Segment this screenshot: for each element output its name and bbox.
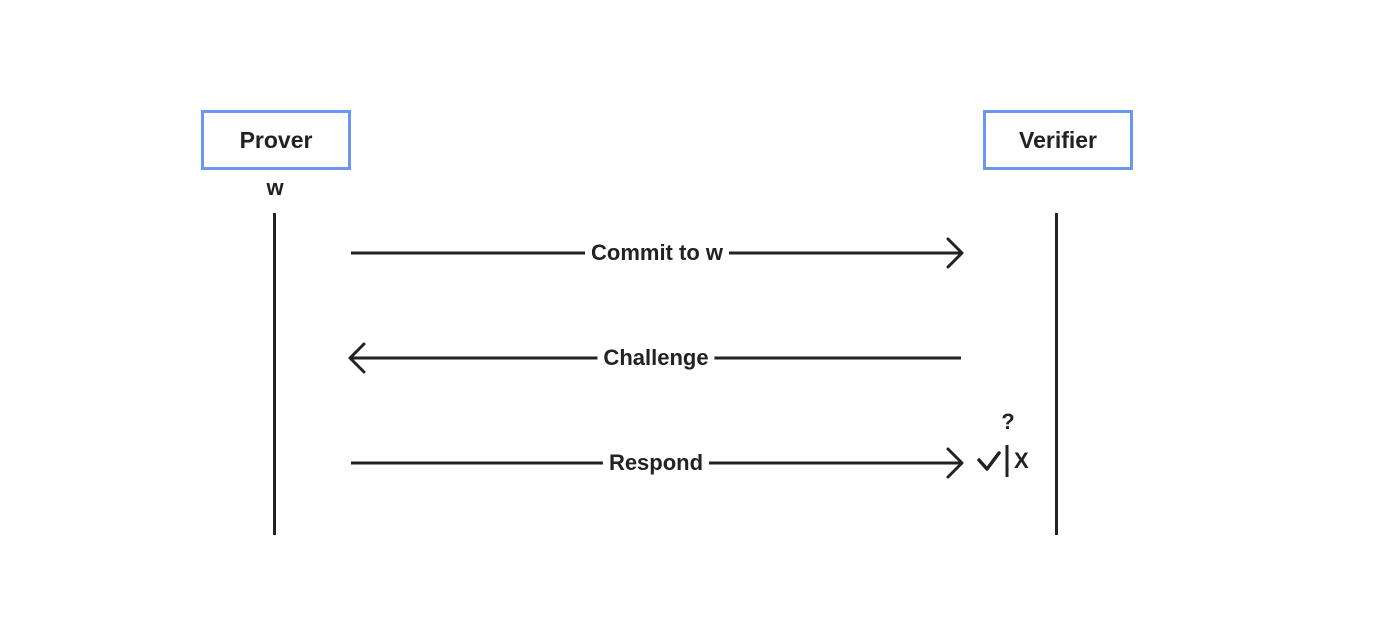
prover-label: Prover <box>239 126 313 153</box>
challenge-label: Challenge <box>597 344 715 372</box>
prover-lifeline <box>273 213 276 535</box>
respond-label: Respond <box>602 449 710 477</box>
commit-label: Commit to w <box>585 239 729 267</box>
prover-box: Prover <box>201 110 351 170</box>
reject-x-mark: X <box>1014 448 1029 473</box>
decision-question-mark: ? <box>1001 409 1015 434</box>
verifier-box: Verifier <box>983 110 1133 170</box>
verifier-lifeline <box>1055 213 1058 535</box>
checkmark-icon <box>977 451 1001 471</box>
prover-secret-label: w <box>266 175 284 200</box>
verifier-label: Verifier <box>1019 126 1097 153</box>
